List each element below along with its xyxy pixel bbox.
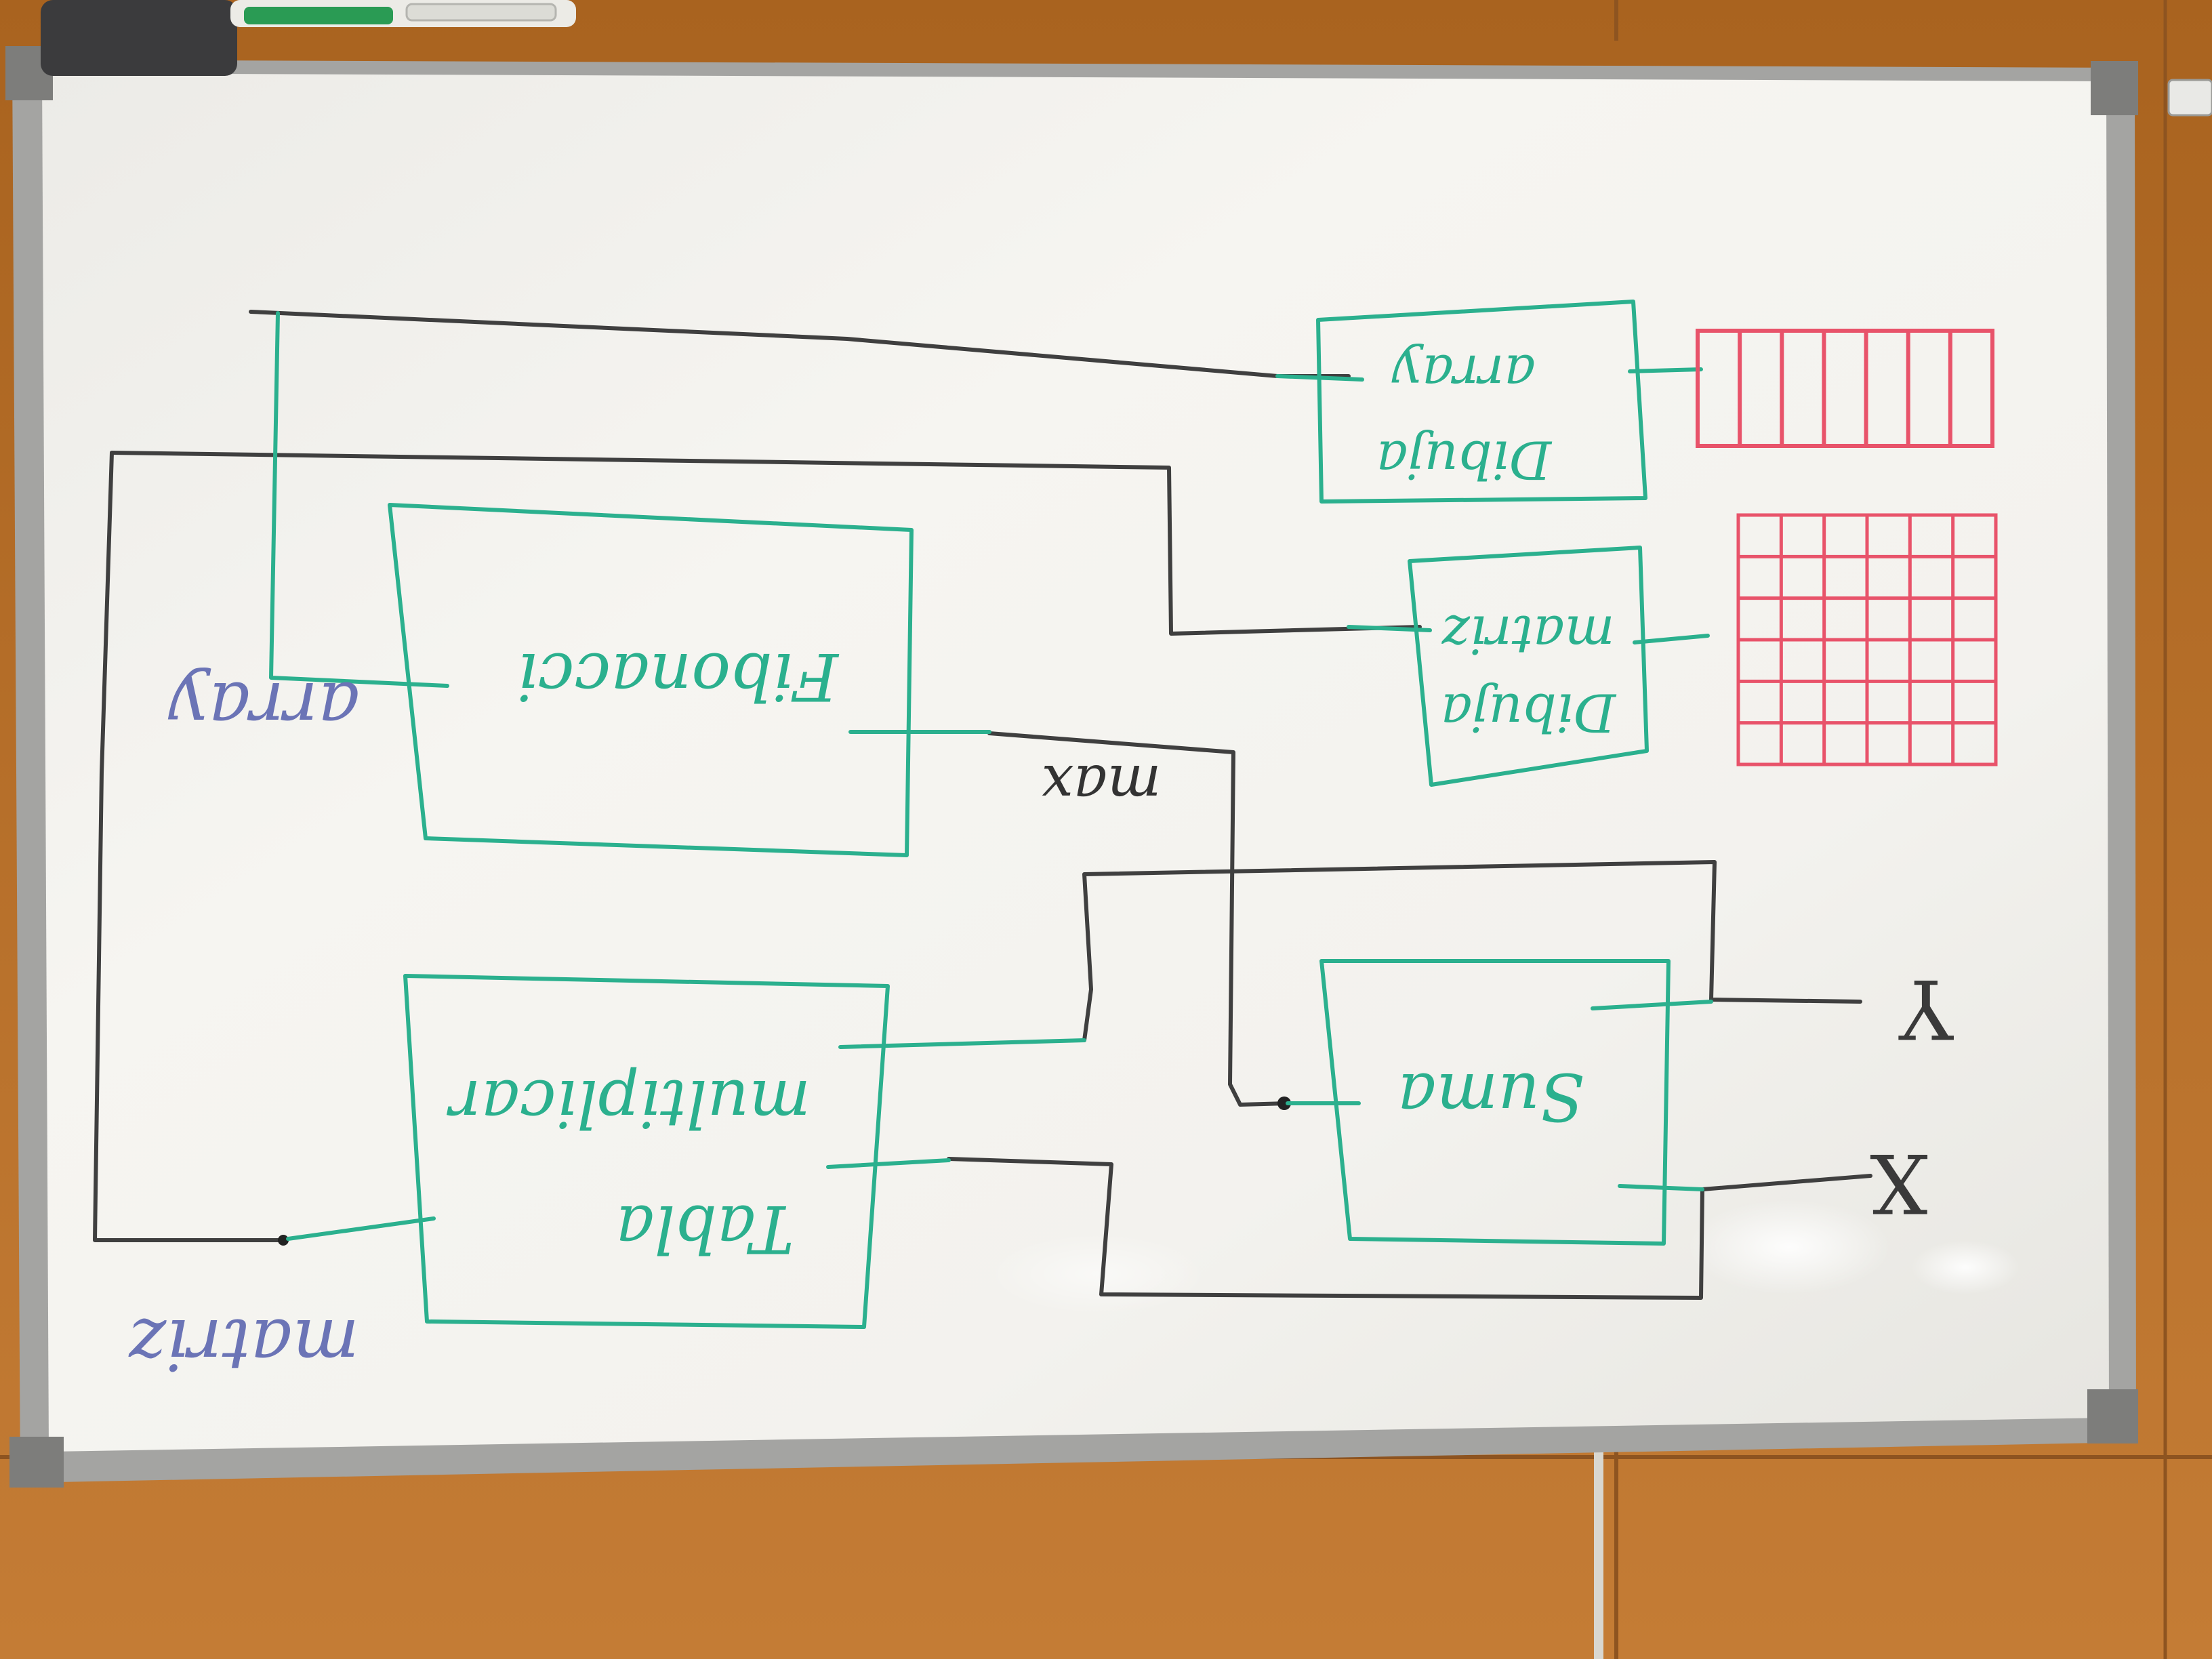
glare <box>1687 1200 1891 1294</box>
magnet-icon <box>2167 79 2212 117</box>
wire-matriz <box>110 451 1422 636</box>
stub <box>826 1158 951 1169</box>
fibonacci-label: Fibonacci <box>517 638 840 714</box>
corner-cap <box>2091 61 2138 115</box>
stub <box>1633 634 1710 644</box>
dibuja-matriz-label-2: matriz <box>1441 604 1615 665</box>
marker-pens-icon <box>41 0 576 76</box>
corner-cap <box>2087 1389 2138 1443</box>
board-surface <box>42 73 2109 1452</box>
multiplicar-label: multiplicar <box>447 1065 811 1141</box>
stub <box>1591 1000 1713 1010</box>
matrix-grid <box>1736 513 1998 766</box>
box-suma <box>1319 959 1671 1246</box>
junction-dot <box>1277 1097 1291 1110</box>
corner-cap <box>9 1437 64 1488</box>
dibuja-array-label-1: Dibuja <box>1376 429 1553 490</box>
max-label: max <box>1041 752 1161 819</box>
tabla-label: Tabla <box>615 1191 794 1267</box>
suma-label: Suma <box>1397 1059 1584 1134</box>
junction-dot <box>278 1235 289 1246</box>
wire-y <box>1082 860 1862 1042</box>
box-tabla <box>403 974 890 1329</box>
stub <box>1275 374 1364 382</box>
wire-max <box>987 731 1290 1107</box>
stub <box>269 311 449 688</box>
glare <box>989 1233 1206 1315</box>
dibuja-matriz-label-1: Dibuja <box>1441 682 1617 743</box>
stub <box>286 1216 436 1241</box>
array-grid <box>1696 329 1994 448</box>
box-dibuja-array <box>1316 300 1647 504</box>
glare <box>1911 1240 2020 1294</box>
stub <box>1628 367 1703 373</box>
x-label: X <box>1870 1135 1927 1229</box>
wire-matriz-left <box>93 451 287 1242</box>
wire-x <box>947 1157 1872 1300</box>
matriz-label: matriz <box>128 1303 359 1386</box>
dibuja-array-label-2: array <box>1391 343 1536 404</box>
array-grid-outline <box>1696 329 1994 448</box>
stub <box>1618 1184 1704 1191</box>
cable <box>1594 1437 1603 1659</box>
stub <box>1347 625 1432 632</box>
array-label: array <box>168 666 360 749</box>
box-fibonacci <box>388 503 914 857</box>
box-dibuja-matriz <box>1408 546 1649 787</box>
y-label: Y <box>1898 961 1954 1055</box>
stub <box>838 1038 1086 1049</box>
